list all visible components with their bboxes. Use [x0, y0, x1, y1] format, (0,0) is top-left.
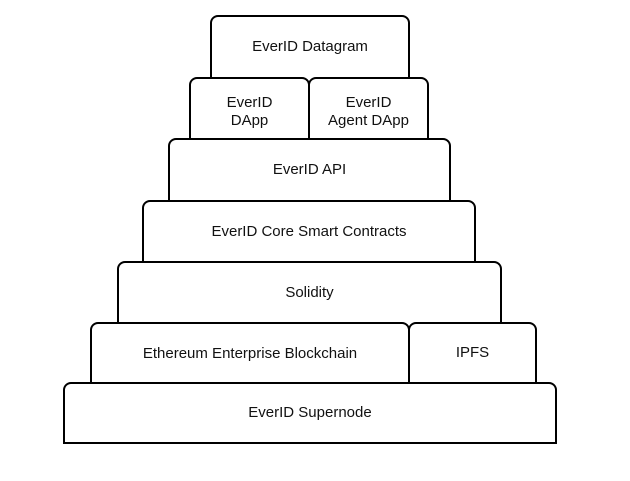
layer-ipfs: IPFS [408, 322, 537, 384]
layer-label-line2: Agent DApp [328, 112, 409, 129]
layer-label: EverID Core Smart Contracts [211, 222, 407, 240]
layer-everid-api: EverID API [168, 138, 451, 200]
layer-label-line2: DApp [230, 112, 269, 129]
layer-label: Ethereum Enterprise Blockchain [142, 345, 358, 362]
layer-solidity: Solidity [117, 261, 502, 323]
layer-label-line1: EverID [345, 94, 392, 111]
layer-label-line1: EverID [226, 94, 273, 111]
layer-everid-core-smart-contracts: EverID Core Smart Contracts [142, 200, 476, 261]
layer-label: IPFS [455, 344, 490, 361]
layer-everid-supernode: EverID Supernode [63, 382, 557, 444]
layer-everid-datagram: EverID Datagram [210, 15, 410, 77]
layer-label: EverID Datagram [252, 38, 368, 55]
layer-ethereum-enterprise-blockchain: Ethereum Enterprise Blockchain [90, 322, 410, 384]
layer-everid-dapp: EverID DApp [189, 77, 310, 138]
layer-label: EverID Supernode [248, 404, 372, 421]
layer-label: EverID API [272, 161, 347, 178]
layer-everid-agent-dapp: EverID Agent DApp [308, 77, 429, 138]
layer-label: Solidity [285, 284, 334, 301]
